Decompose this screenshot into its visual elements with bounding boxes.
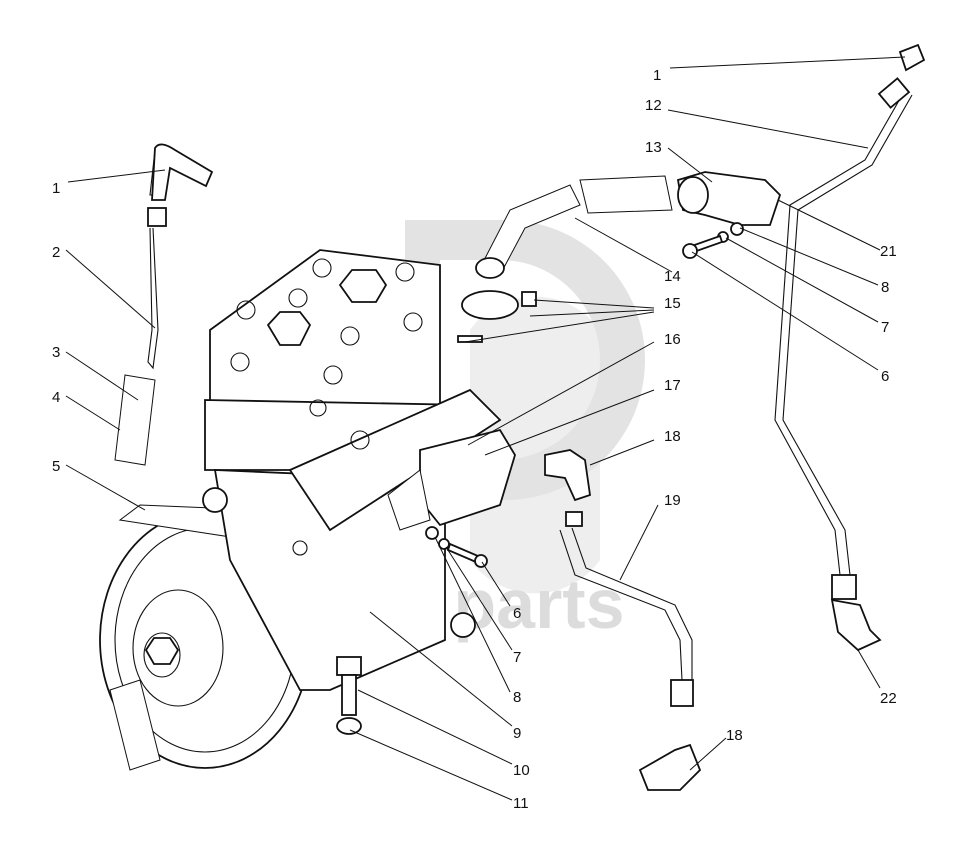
callout-1-right: 1 [653,67,661,84]
callout-5: 5 [52,458,60,475]
callout-labels: 1 2 3 4 5 1 12 13 14 15 16 17 18 19 21 8… [52,67,897,812]
callout-6-lower: 6 [513,605,521,622]
callout-10: 10 [513,762,530,779]
bolt-set-lower [336,526,488,735]
callout-1-left: 1 [52,180,60,197]
callout-22: 22 [880,690,897,707]
callout-19: 19 [664,492,681,509]
pipe-12 [774,43,926,652]
callout-8-upper: 8 [881,279,889,296]
pipe-19 [544,449,702,791]
callout-17: 17 [664,377,681,394]
callout-15: 15 [664,295,681,312]
callout-8-lower: 8 [513,689,521,706]
callout-7-lower: 7 [513,649,521,666]
callout-3: 3 [52,344,60,361]
callout-12: 12 [645,97,662,114]
callout-13: 13 [645,139,662,156]
hose-left [114,143,214,466]
callout-6-upper: 6 [881,368,889,385]
callout-21: 21 [880,243,897,260]
callout-9: 9 [513,725,521,742]
outlet-flange [387,428,516,531]
callout-18-upper: 18 [664,428,681,445]
compressor-body [202,249,502,691]
callout-16: 16 [664,331,681,348]
callout-11: 11 [513,795,529,812]
callout-4: 4 [52,389,60,406]
callout-18-lower: 18 [726,727,743,744]
callout-2: 2 [52,244,60,261]
callout-7-upper: 7 [881,319,889,336]
leader-lines [65,56,906,801]
hose-14 [475,171,782,279]
bolt-set-upper [682,222,744,259]
callout-14: 14 [664,268,681,285]
